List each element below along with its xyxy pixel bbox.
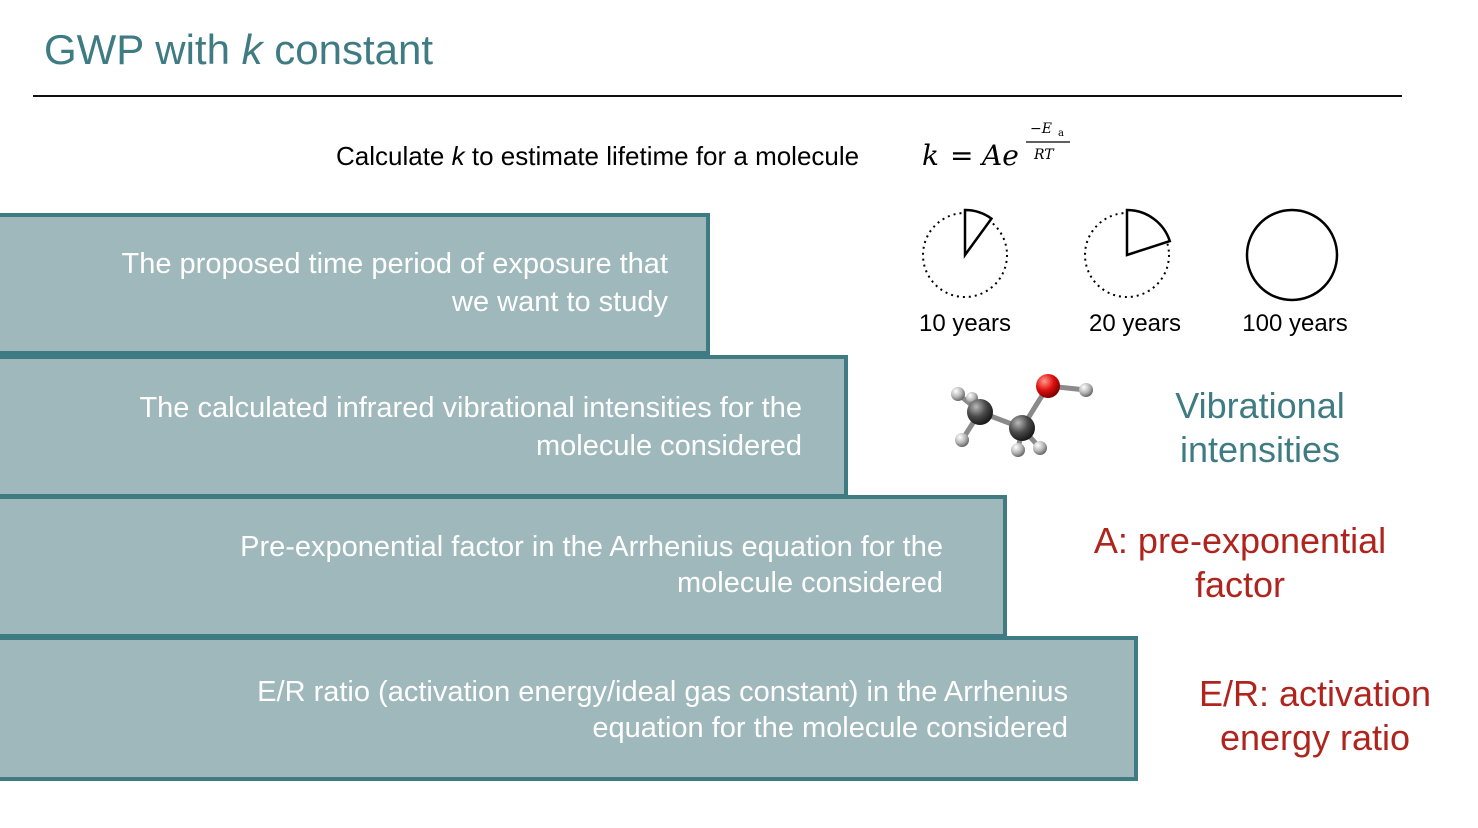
arrhenius-equation: k = Ae −E a RT xyxy=(922,121,1070,172)
molecule-ball-and-stick-icon xyxy=(951,374,1093,457)
clock-outline xyxy=(922,212,1008,298)
equation-exp-subscript: a xyxy=(1058,128,1064,139)
clock-full-circle xyxy=(1245,208,1339,302)
bar-activation-ratio-text: E/R ratio (activation energy/ideal gas c… xyxy=(257,676,1068,744)
equation-exp-denominator: RT xyxy=(1033,147,1055,163)
equation-equals: = xyxy=(950,139,973,172)
bar-activation-ratio: E/R ratio (activation energy/ideal gas c… xyxy=(0,636,1138,781)
slide-title: GWP with k constant xyxy=(44,26,434,73)
bar-pre-exponential: Pre-exponential factor in the Arrhenius … xyxy=(0,495,1007,638)
bar-vibrational-intensities: The calculated infrared vibrational inte… xyxy=(0,355,848,498)
label-10-years: 10 years xyxy=(918,310,1012,337)
clock-100-years-icon xyxy=(1245,208,1339,302)
clock-10-years-icon xyxy=(922,208,1008,298)
bar-pre-exponential-text: Pre-exponential factor in the Arrhenius … xyxy=(240,531,943,599)
equation-exp-numerator: −E xyxy=(1030,121,1052,137)
bar-vibrational-intensities-text: The calculated infrared vibrational inte… xyxy=(139,392,802,462)
bar-time-period-text: The proposed time period of exposure tha… xyxy=(121,248,669,318)
title-divider xyxy=(33,95,1402,97)
equation-lhs: k xyxy=(922,139,939,172)
bar-time-period: The proposed time period of exposure tha… xyxy=(0,213,710,355)
clock-outline xyxy=(1084,212,1170,298)
clock-20-years-icon xyxy=(1084,208,1172,298)
equation-base: Ae xyxy=(979,139,1019,172)
label-20-years: 20 years xyxy=(1088,310,1182,337)
label-100-years: 100 years xyxy=(1242,310,1348,337)
clock-wedge xyxy=(963,208,994,259)
clock-wedge xyxy=(1125,208,1172,257)
intro-text: Calculate k to estimate lifetime for a m… xyxy=(336,141,860,171)
